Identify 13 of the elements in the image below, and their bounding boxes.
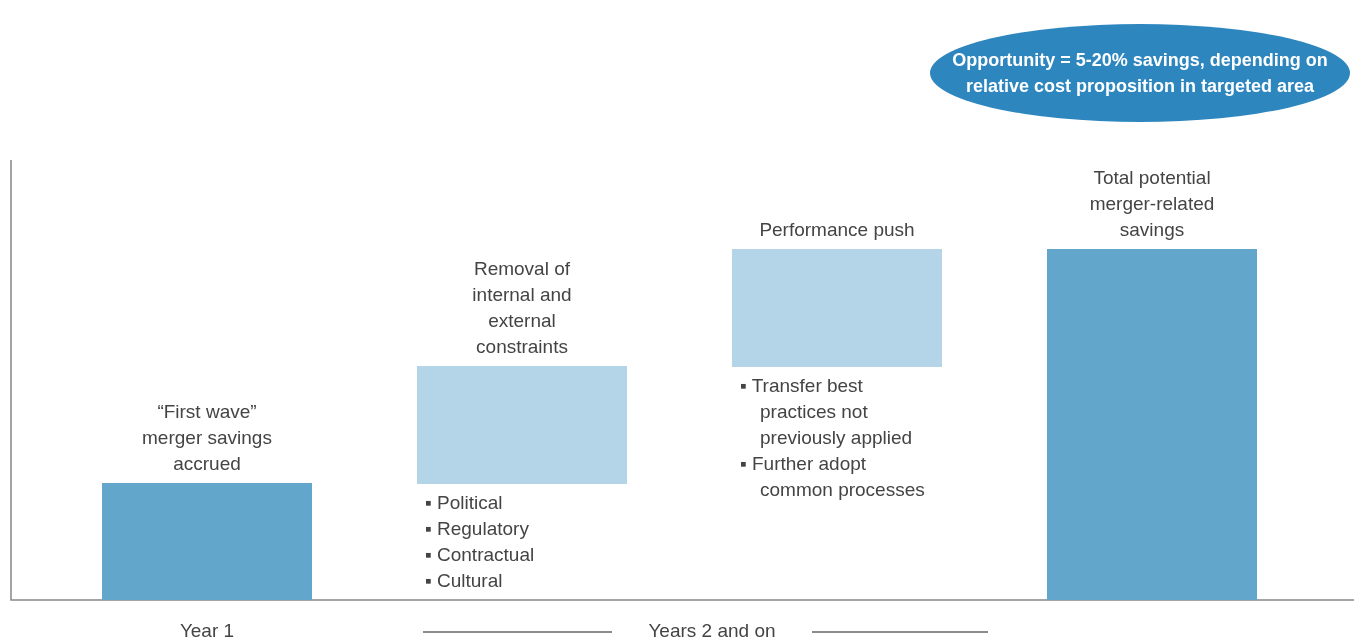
- bullet-item: ▪ Political: [425, 491, 504, 515]
- bullet-item: ▪ Transfer best practices not previously applied: [740, 374, 914, 450]
- bullet-item: ▪ Contractual: [425, 543, 536, 567]
- bullet-item: ▪ Further adopt common processes: [740, 452, 926, 502]
- period-label: Year 1: [179, 620, 235, 641]
- bar-title: Performance push: [759, 218, 915, 242]
- bar-title: Removal of internal and external constraints: [471, 257, 573, 359]
- bar-title: Total potential merger-related savings: [1088, 166, 1216, 242]
- ellipse-text: Opportunity = 5-20% savings, depending on relative cost proposition in targeted area: [951, 49, 1329, 98]
- bar-title: “First wave” merger savings accrued: [141, 400, 273, 476]
- bullet-item: ▪ Cultural: [425, 569, 504, 593]
- bullet-item: ▪ Regulatory: [425, 517, 530, 541]
- period-label: Years 2 and on: [648, 620, 776, 641]
